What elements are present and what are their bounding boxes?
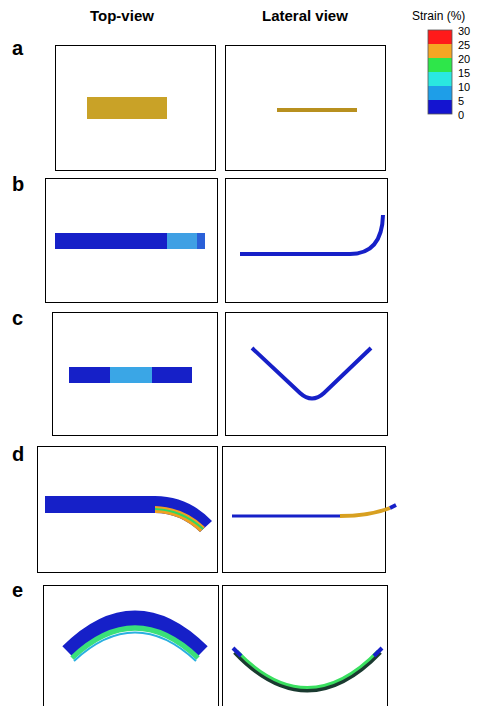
bent-strip-e <box>68 619 382 691</box>
colorbar-title: Strain (%) <box>412 10 465 22</box>
flat-strip-top <box>87 97 167 119</box>
panel-letter: d <box>12 444 24 464</box>
colorbar <box>428 30 452 114</box>
colorbar-tick: 0 <box>458 110 464 121</box>
column-heading: Lateral view <box>262 8 348 23</box>
panel-letter: e <box>12 580 23 600</box>
panel-letter: b <box>12 174 24 194</box>
panel-frames <box>38 46 388 706</box>
panel-letter: c <box>12 308 23 328</box>
colorbar-tick: 15 <box>458 68 470 79</box>
flat-strip-side <box>277 108 357 112</box>
colorbar-tick: 30 <box>458 26 470 37</box>
bent-strip-b <box>55 215 383 254</box>
bent-strip-c <box>69 348 371 399</box>
column-heading: Top-view <box>90 8 154 23</box>
panel-letter: a <box>12 38 23 58</box>
colorbar-tick: 10 <box>458 82 470 93</box>
bent-strip-d <box>45 496 396 532</box>
colorbar-tick: 25 <box>458 40 470 51</box>
colorbar-tick: 5 <box>458 96 464 107</box>
colorbar-tick: 20 <box>458 54 470 65</box>
